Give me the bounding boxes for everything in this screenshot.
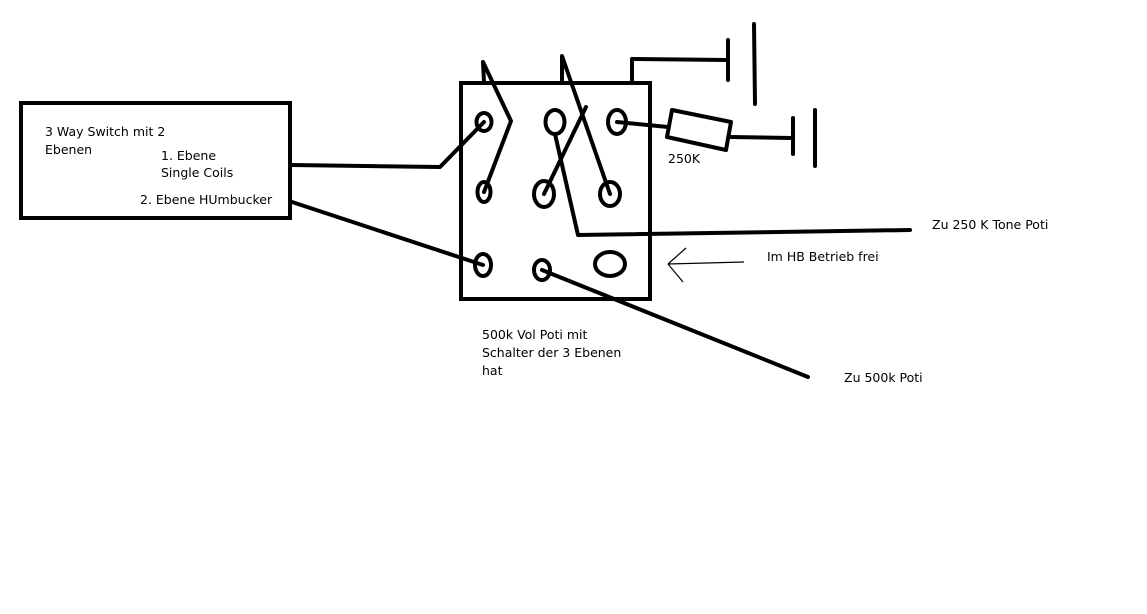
lug-r1c2 <box>543 108 567 136</box>
wire-vol-out <box>540 268 810 379</box>
wire-resistor-ground <box>728 135 794 140</box>
hb-free-label: Im HB Betrieb frei <box>767 249 879 264</box>
pot-caption-line1: 500k Vol Poti mit <box>482 327 587 342</box>
lug-grid <box>473 108 628 282</box>
level1-line2: Single Coils <box>161 165 233 180</box>
vol-pot-label: Zu 500k Poti <box>844 370 923 385</box>
lug-r3c3 <box>593 250 627 278</box>
resistor-250k <box>665 108 733 152</box>
level1-line1: 1. Ebene <box>161 148 216 163</box>
tone-pot-label: Zu 250 K Tone Poti <box>932 217 1048 232</box>
wire-switch-level1 <box>290 120 486 169</box>
resistor-label: 250K <box>668 151 701 166</box>
wire-tone-out <box>553 132 912 237</box>
wire-switch-level2 <box>290 200 485 267</box>
lug-r3c2 <box>532 258 552 282</box>
wire-jumper-left <box>481 60 513 194</box>
wire-middle-cross <box>542 105 588 196</box>
lug-r2c3 <box>598 180 622 208</box>
switch-title-line2: Ebenen <box>45 142 92 157</box>
lug-r1c1 <box>474 111 494 133</box>
ground-plate-top-long <box>752 22 757 106</box>
pot-switch-body <box>459 81 652 301</box>
pot-caption-line3: hat <box>482 363 503 378</box>
wire-to-resistor <box>615 120 670 129</box>
level2-label: 2. Ebene HUmbucker <box>140 192 273 207</box>
switch-title-line1: 3 Way Switch mit 2 <box>45 124 165 139</box>
lug-r3c1 <box>473 252 493 278</box>
pot-caption-line2: Schalter der 3 Ebenen <box>482 345 621 360</box>
switch-box <box>19 101 292 220</box>
arrow-icon <box>667 247 745 283</box>
lug-r2c2 <box>532 179 556 209</box>
wire-jumper-middle <box>560 54 612 196</box>
lug-r2c1 <box>475 180 493 204</box>
wire-ground-top <box>630 57 729 85</box>
